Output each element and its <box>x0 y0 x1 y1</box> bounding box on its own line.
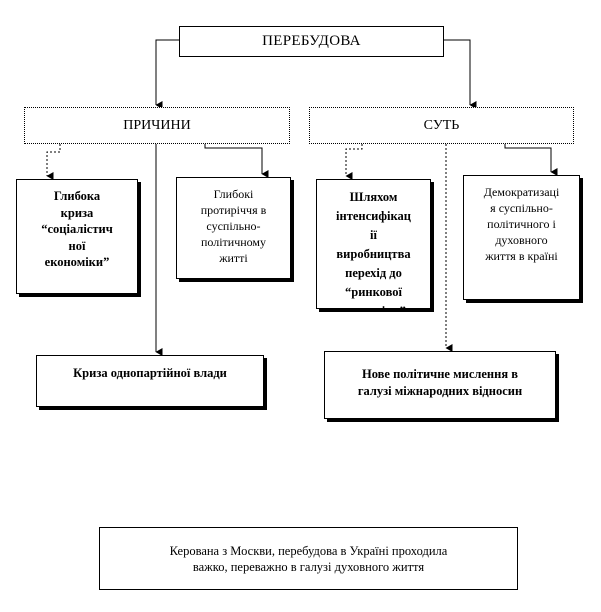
economic-crisis-text: Глибока криза “соціалістич ної економіки… <box>41 189 113 269</box>
political-contradictions-text: Глибокі протиріччя в суспільно- політичн… <box>200 187 267 265</box>
causes-header: ПРИЧИНИ <box>123 117 191 133</box>
political-contradictions-box: Глибокі протиріччя в суспільно- політичн… <box>176 177 291 279</box>
intensification-box: Шляхом інтенсифікац ії виробництва перех… <box>316 179 431 309</box>
arrow-essence-to-democratization <box>504 144 558 176</box>
democratization-box: Демократизаці я суспільно- політичного і… <box>463 175 580 300</box>
new-thinking-box: Нове політичне мислення в галузі міжнаро… <box>324 351 556 419</box>
party-crisis-text: Криза однопартійної влади <box>73 366 227 380</box>
arrow-essence-to-intensification <box>345 144 363 180</box>
causes-header-box: ПРИЧИНИ <box>24 107 290 144</box>
arrow-causes-to-economic-crisis <box>46 144 61 180</box>
arrow-causes-to-contradictions <box>204 144 269 178</box>
essence-header: СУТЬ <box>423 117 460 133</box>
perebudova-title-box: ПЕРЕБУДОВА <box>179 26 444 57</box>
arrow-main-to-essence <box>444 39 477 109</box>
intensification-text: Шляхом інтенсифікац ії виробництва перех… <box>336 190 411 308</box>
essence-header-box: СУТЬ <box>309 107 574 144</box>
conclusion-text: Керована з Москви, перебудова в Україні … <box>169 543 448 574</box>
new-thinking-text: Нове політичне мислення в галузі міжнаро… <box>357 367 523 398</box>
party-crisis-box: Криза однопартійної влади <box>36 355 264 407</box>
democratization-text: Демократизаці я суспільно- політичного і… <box>483 185 560 263</box>
economic-crisis-box: Глибока криза “соціалістич ної економіки… <box>16 179 138 294</box>
perebudova-title: ПЕРЕБУДОВА <box>262 33 361 49</box>
conclusion-box: Керована з Москви, перебудова в Україні … <box>99 527 518 590</box>
arrow-main-to-causes <box>155 39 179 109</box>
